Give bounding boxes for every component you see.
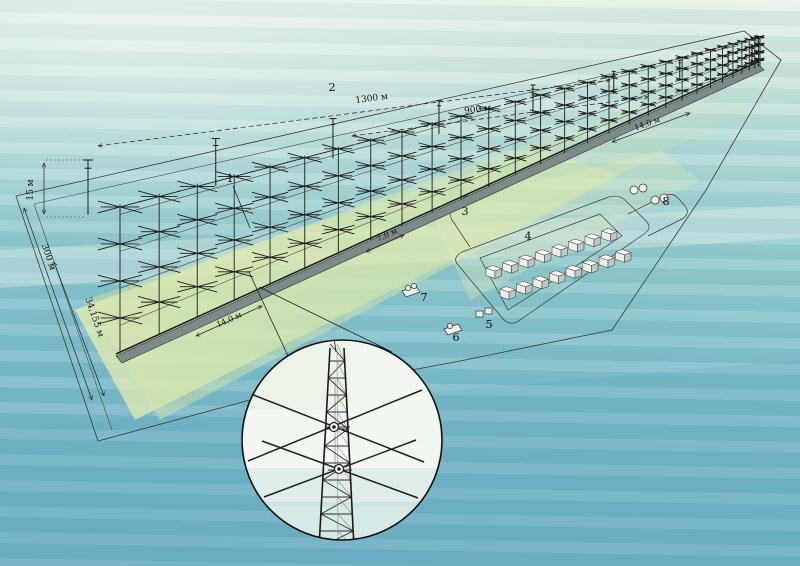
callout-8: 8 bbox=[662, 194, 669, 208]
antenna-mast bbox=[659, 60, 673, 108]
road-loop bbox=[455, 195, 650, 324]
building bbox=[600, 228, 618, 242]
building bbox=[485, 265, 503, 279]
building bbox=[532, 275, 550, 290]
back-pole bbox=[530, 85, 535, 113]
curtain-wire bbox=[119, 52, 761, 289]
callouts: 1 2 3 4 5 6 7 8 bbox=[226, 80, 669, 344]
dim-line-34155m bbox=[54, 262, 104, 396]
building bbox=[565, 265, 583, 279]
building bbox=[499, 286, 517, 300]
antenna-mast bbox=[322, 145, 354, 255]
callout-7: 7 bbox=[420, 290, 427, 304]
callout-3: 3 bbox=[461, 204, 468, 218]
detail-leader-left bbox=[248, 271, 289, 357]
antenna-mast bbox=[744, 38, 754, 71]
antenna-mast bbox=[288, 153, 322, 269]
dipole-hub-lower-pin bbox=[337, 467, 341, 471]
tank-structures-8 bbox=[629, 183, 669, 205]
dim-line-7m bbox=[366, 234, 404, 253]
antenna-mast bbox=[675, 56, 688, 101]
label-900m: 900 м bbox=[464, 103, 492, 116]
callout-5: 5 bbox=[485, 317, 492, 331]
building bbox=[548, 270, 566, 284]
outbuilding-7 bbox=[401, 283, 421, 298]
inset-border bbox=[241, 339, 443, 541]
antenna-mast bbox=[737, 40, 747, 74]
building bbox=[598, 254, 616, 269]
building bbox=[581, 259, 599, 274]
building bbox=[534, 249, 552, 263]
callout-1: 1 bbox=[226, 171, 233, 185]
building bbox=[515, 281, 533, 295]
building bbox=[501, 260, 519, 274]
building bbox=[584, 233, 602, 248]
antenna-mast bbox=[177, 181, 217, 317]
callout-1-leader bbox=[232, 185, 251, 229]
antenna-mast bbox=[138, 191, 180, 335]
back-pole bbox=[436, 101, 442, 134]
building bbox=[518, 254, 536, 269]
base-feed-line bbox=[115, 61, 759, 355]
outer-boundary bbox=[15, 30, 782, 442]
detail-leader-right bbox=[258, 286, 393, 353]
dim-line-14m-right bbox=[612, 113, 690, 142]
back-pole bbox=[83, 160, 93, 215]
road-spur-right bbox=[627, 194, 688, 237]
antenna-mast bbox=[691, 52, 703, 94]
building bbox=[614, 249, 632, 263]
back-pole bbox=[211, 138, 219, 185]
callout-4: 4 bbox=[524, 229, 531, 243]
building-cluster bbox=[485, 228, 632, 300]
outbuilding-6 bbox=[443, 323, 463, 336]
antenna-mast bbox=[717, 45, 728, 83]
dipole-hub-upper-pin bbox=[332, 425, 336, 429]
inset-wash-1 bbox=[242, 468, 442, 506]
outbuilding-5 bbox=[475, 307, 493, 318]
antenna-mast bbox=[756, 35, 765, 66]
building bbox=[567, 238, 585, 253]
antenna-mast bbox=[215, 171, 253, 300]
antenna-mast bbox=[728, 42, 738, 78]
antenna-mast bbox=[98, 201, 142, 352]
callout-2: 2 bbox=[328, 80, 335, 94]
antenna-mast bbox=[252, 162, 288, 285]
dim-line-900m bbox=[352, 97, 648, 136]
road-inner-loop bbox=[479, 213, 623, 311]
dim-line-14m-left bbox=[196, 305, 262, 337]
label-1300m: 1300 м bbox=[355, 92, 389, 106]
field-tint-left bbox=[85, 150, 620, 420]
dim-line-300m bbox=[24, 208, 92, 400]
callout-6: 6 bbox=[452, 330, 459, 344]
building bbox=[551, 244, 569, 258]
antenna-mast bbox=[705, 48, 717, 88]
detail-leaders bbox=[248, 271, 393, 357]
label-15m: 15 м bbox=[26, 179, 36, 200]
